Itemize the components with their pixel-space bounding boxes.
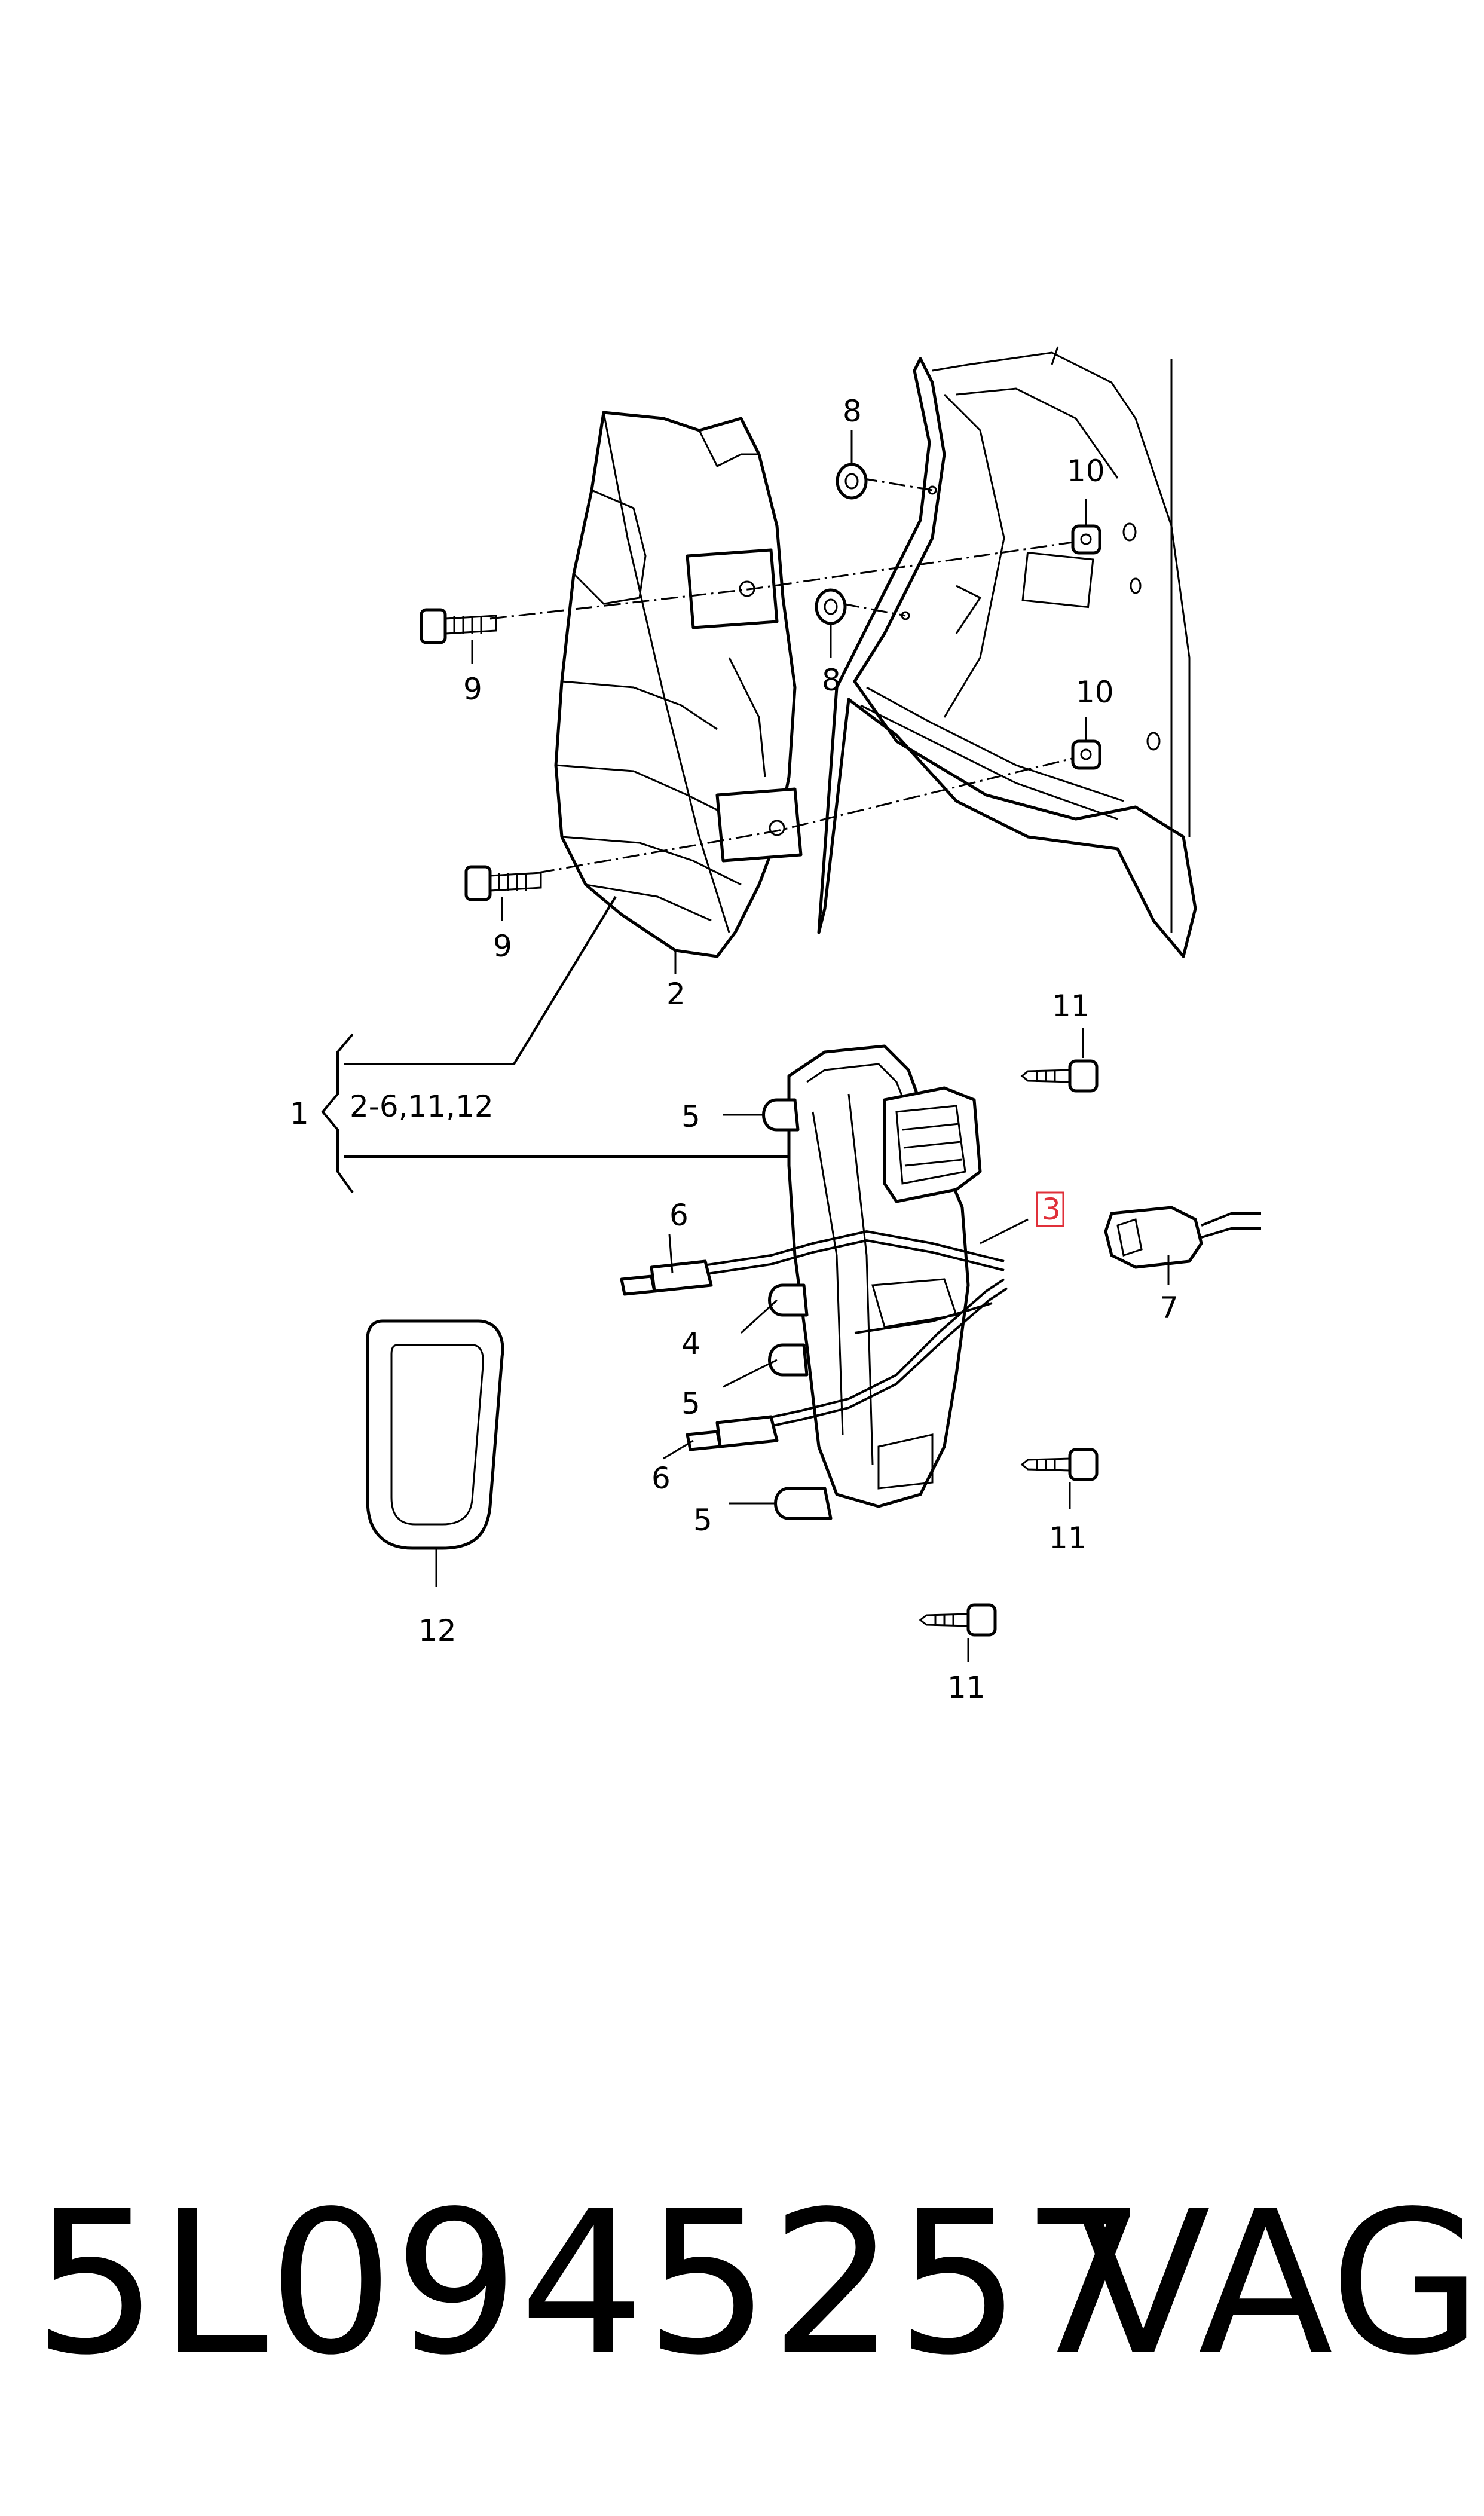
brand-name: VAG: [1076, 2169, 1483, 2398]
nut-10-lower: [1071, 739, 1101, 770]
screw-9-lower: [464, 865, 542, 901]
tail-light-housing: [554, 411, 803, 958]
nut-10-upper: [1071, 524, 1101, 555]
wiring-harness: [651, 1230, 1008, 1439]
callout-5-middle: 5: [681, 1386, 700, 1421]
grommet-8-upper: [836, 463, 868, 500]
bulb-socket-6-upper: [620, 1259, 713, 1296]
callout-8-upper: 8: [843, 394, 862, 429]
callout-2: 2: [666, 977, 686, 1011]
callout-5-upper: 5: [681, 1099, 700, 1134]
bulb-4: [768, 1283, 809, 1317]
fastener-axis-line: [489, 540, 1082, 620]
fastener-axis-line: [860, 477, 933, 491]
callout-7: 7: [1159, 1291, 1179, 1325]
assembly-bracket: [321, 1033, 354, 1194]
callout-11-bottom: 11: [947, 1670, 986, 1705]
callout-6-upper: 6: [669, 1198, 689, 1233]
callout-4: 4: [681, 1326, 700, 1361]
bulb-5-lower: [774, 1487, 833, 1520]
screw-11-bottom: [919, 1603, 997, 1637]
bulb-socket-6-lower: [686, 1415, 779, 1451]
callout-12: 12: [418, 1613, 457, 1648]
callout-10-lower: 10: [1076, 675, 1114, 710]
grommet-8-lower: [815, 588, 847, 625]
seal-12: [366, 1319, 504, 1550]
screw-9-upper: [420, 608, 497, 644]
callout-10-upper: 10: [1067, 454, 1105, 488]
bulb-carrier: [787, 1044, 982, 1508]
callout-1-range: 2-6,11,12: [350, 1089, 494, 1124]
callout-3-highlight-box: [1036, 1191, 1064, 1227]
leader-line: [344, 895, 617, 1065]
callout-11-top: 11: [1052, 989, 1090, 1023]
callout-8-lower: 8: [822, 663, 841, 698]
callout-9-upper: 9: [463, 672, 482, 707]
callout-6-lower: 6: [651, 1461, 671, 1496]
connector-7: [1104, 1206, 1261, 1269]
part-number: 5L0945257: [33, 2169, 1147, 2398]
part-footer: 5L0945257 VAG: [0, 2176, 1484, 2391]
screw-11-top: [1020, 1059, 1099, 1093]
callout-11-middle: 11: [1049, 1521, 1087, 1555]
fastener-axis-line: [842, 603, 906, 617]
callout-1: 1: [290, 1096, 309, 1131]
car-body-panel: [817, 346, 1197, 958]
callout-9-lower: 9: [493, 929, 512, 964]
leader-lines: [435, 430, 1170, 1662]
callout-5-lower: 5: [693, 1503, 712, 1537]
fastener-axis-line: [537, 755, 1082, 874]
screw-11-middle: [1020, 1448, 1099, 1481]
callout-3: 3: [1042, 1192, 1061, 1227]
bulb-5-middle: [768, 1343, 809, 1377]
bulb-5-upper: [762, 1098, 800, 1132]
exploded-parts-diagram: 1 2-6,11,12 2 3 4 5 5 5 6 6 7 8 8 9 9 10…: [290, 346, 1261, 1705]
